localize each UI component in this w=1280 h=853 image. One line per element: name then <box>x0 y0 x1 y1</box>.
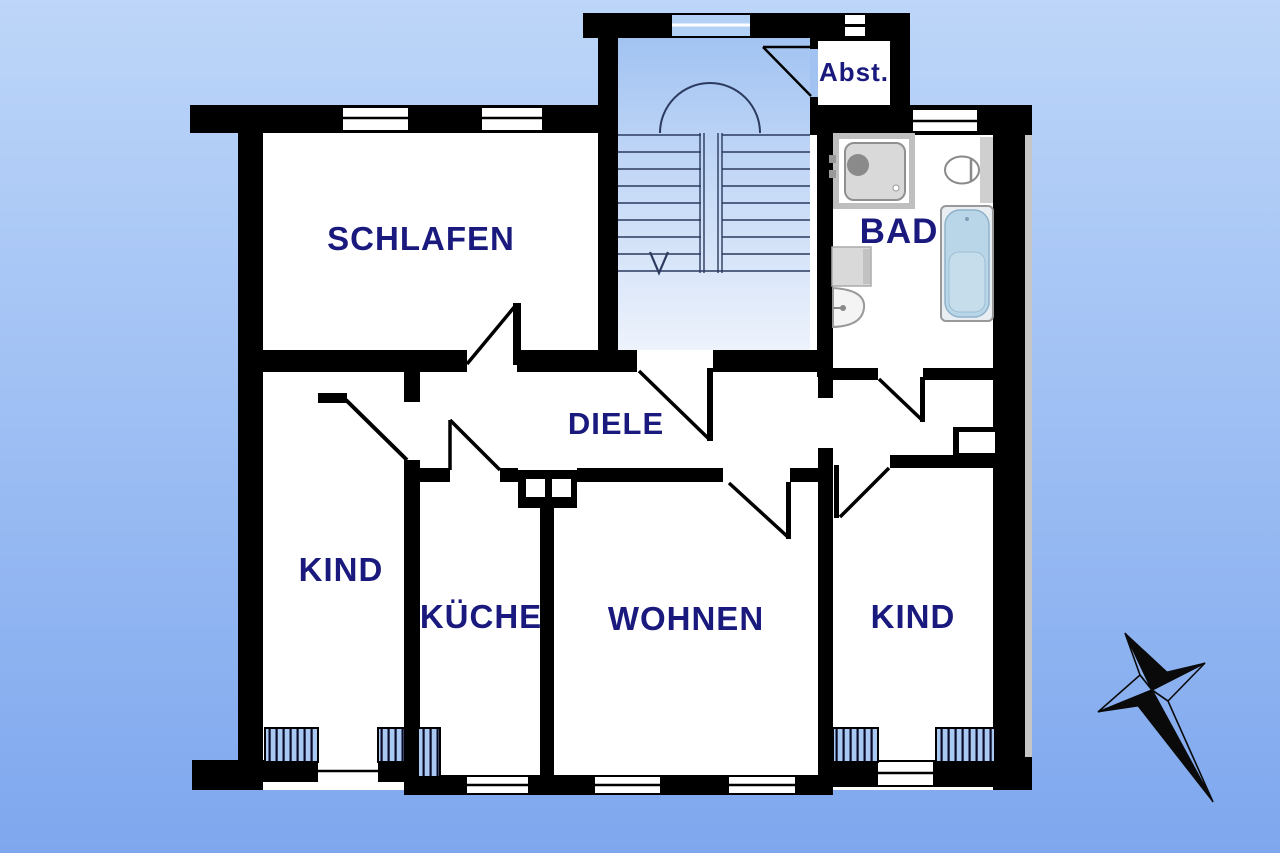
door-kueche <box>448 418 502 472</box>
doors <box>344 45 925 540</box>
abst-window <box>845 15 865 24</box>
room-label-kueche: KÜCHE <box>420 598 542 635</box>
sink-icon <box>832 286 866 329</box>
staircase <box>618 82 810 276</box>
room-label-kind-left: KIND <box>299 551 384 588</box>
wall-shadow <box>1025 135 1032 757</box>
room-abstellraum <box>818 41 890 105</box>
stair-arc <box>659 82 761 134</box>
radiator <box>417 727 441 778</box>
abst-door-gap <box>810 49 818 97</box>
radiator <box>935 727 996 763</box>
chimney-flue-opening <box>526 479 545 497</box>
room-labels: SCHLAFEN BAD Abst. DIELE KIND KÜCHE WOHN… <box>299 57 956 637</box>
room-label-abstellraum: Abst. <box>819 57 889 87</box>
washing-machine-icon <box>831 246 872 287</box>
room-label-wohnen: WOHNEN <box>608 600 764 637</box>
shower-icon <box>829 133 915 209</box>
radiators <box>264 727 996 778</box>
stairwell-floor <box>616 38 810 352</box>
room-label-diele: DIELE <box>568 406 664 441</box>
stair-treads <box>618 134 810 272</box>
bathroom-fixtures <box>829 133 994 329</box>
radiator <box>377 727 406 763</box>
openings <box>467 41 995 497</box>
room-label-schlafen: SCHLAFEN <box>327 220 515 257</box>
door-gap-bad <box>878 368 923 380</box>
door-kind-right <box>834 465 891 519</box>
bathtub-icon <box>940 205 994 322</box>
niche-inner <box>959 432 995 453</box>
door-bad <box>877 377 925 422</box>
toilet-icon <box>944 155 980 185</box>
door-abst <box>762 45 812 97</box>
windows <box>318 15 977 793</box>
room-label-kind-right: KIND <box>871 598 956 635</box>
bad-window-sill <box>980 137 993 203</box>
door-entry <box>637 368 713 442</box>
door-wohnen <box>727 481 791 540</box>
door-gap-schlafen <box>467 350 517 372</box>
radiator <box>264 727 319 763</box>
compass-rose-icon <box>1097 632 1214 803</box>
stair-stringers <box>699 133 723 273</box>
stairs-down-arrow-icon <box>648 251 670 276</box>
radiator <box>832 727 879 763</box>
door-gap-entry <box>637 350 713 372</box>
door-schlafen <box>465 303 521 366</box>
chimney-flue-opening <box>552 479 571 497</box>
room-label-bad: BAD <box>860 212 939 251</box>
door-kind-left <box>344 398 409 462</box>
abst-window <box>845 27 865 36</box>
